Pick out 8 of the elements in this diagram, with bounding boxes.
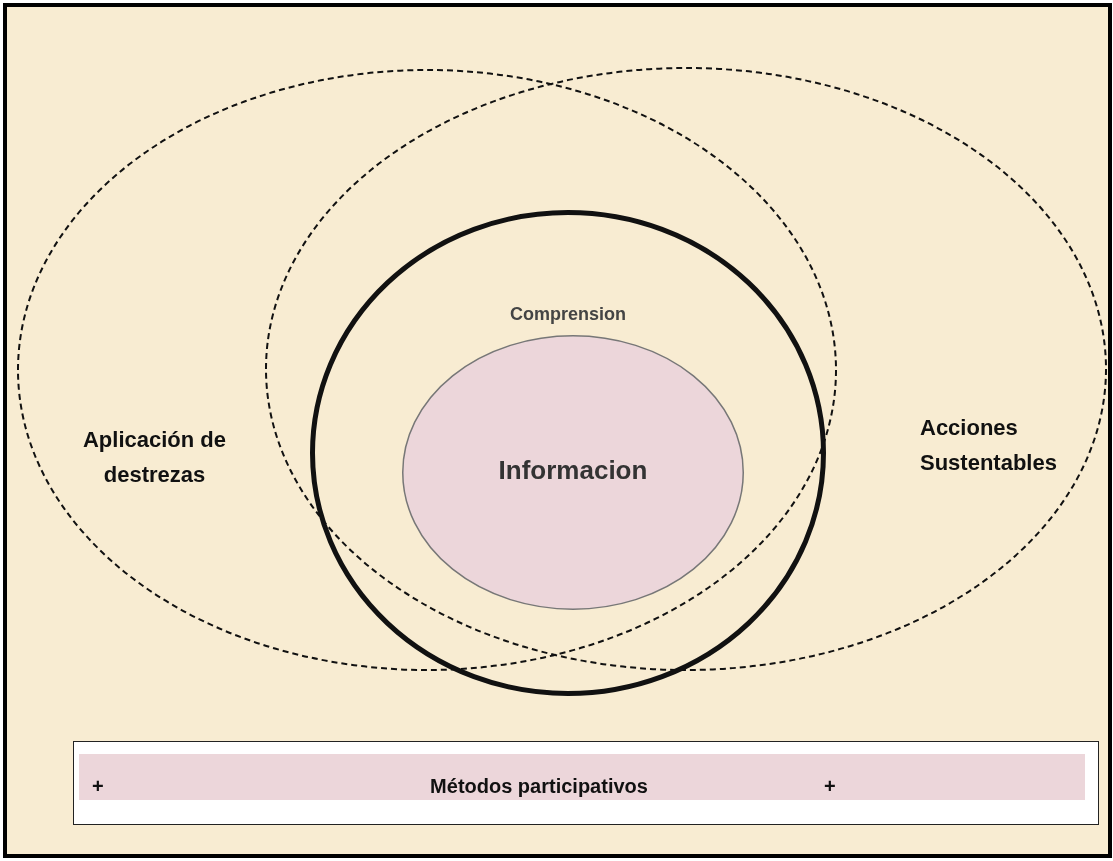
ellipse-label: Informacion [497, 454, 649, 487]
text-box [73, 741, 1099, 825]
area-label: Acciones Sustentables [920, 414, 1058, 478]
plus-sign: + [824, 774, 837, 799]
area-label: Aplicación de destrezas [81, 426, 227, 490]
circle-label: Comprension [509, 303, 627, 326]
plus-sign: + [92, 774, 105, 799]
box-label: Métodos participativos [429, 774, 649, 799]
